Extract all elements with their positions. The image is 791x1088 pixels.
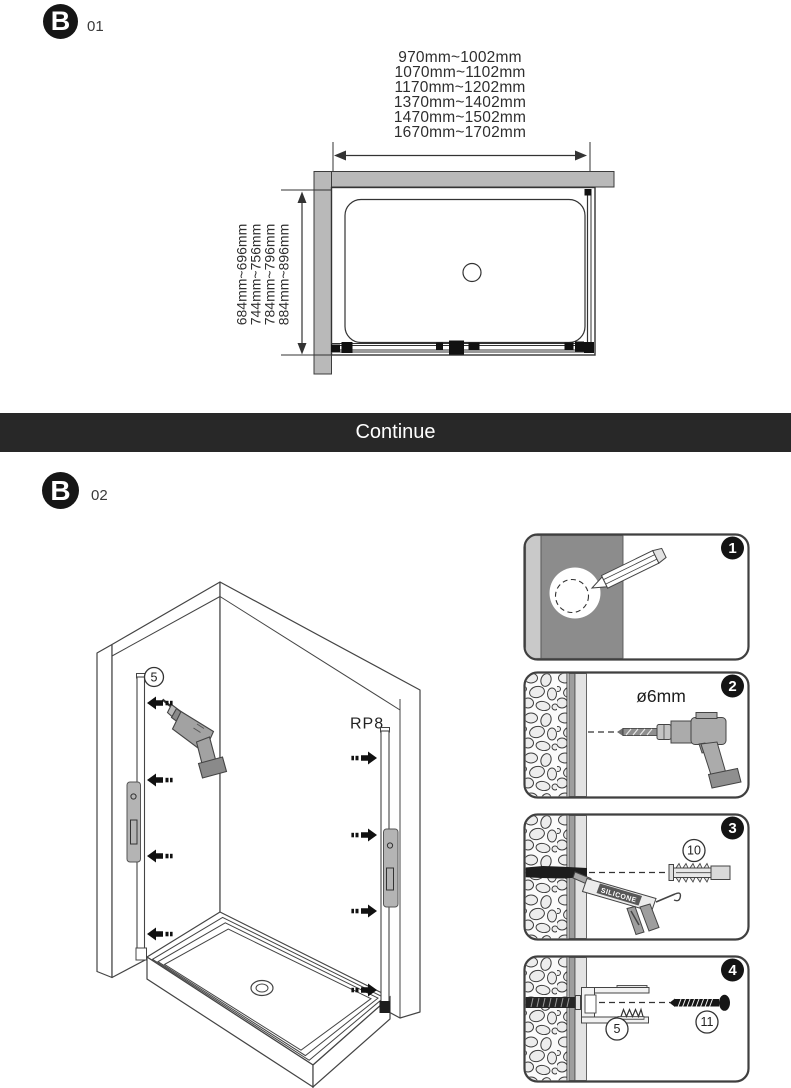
section-b02-number: 02	[91, 487, 108, 504]
marked-hole-outline	[554, 578, 590, 614]
section-b01-badge-letter: B	[50, 6, 71, 36]
svg-text:11: 11	[701, 1015, 714, 1029]
panel-border	[523, 955, 750, 1083]
svg-text:5: 5	[151, 671, 158, 685]
drain-icon	[462, 262, 482, 283]
panel-border	[523, 533, 750, 661]
wall-cross-section	[525, 957, 587, 1081]
section-b02-badge: B	[42, 472, 79, 509]
profile-code-label: RP8	[350, 716, 384, 733]
shower-tray-iso	[146, 911, 391, 1088]
screw-icon	[669, 994, 730, 1011]
plan-view-drawing	[281, 142, 615, 375]
width-range: 1370mm~1402mm	[393, 93, 527, 111]
svg-text:10: 10	[687, 844, 701, 858]
step-panel-4: 5 11 4	[523, 955, 750, 1083]
width-range: 1670mm~1702mm	[393, 123, 527, 141]
wall-profile-right	[379, 727, 399, 1013]
section-b01-badge: B	[43, 4, 78, 39]
door-rollers	[331, 340, 594, 355]
panel-border	[523, 671, 750, 799]
wall-edge-strip	[525, 535, 542, 659]
wall-cross-section	[525, 673, 587, 797]
embedded-anchor-icon	[525, 995, 581, 1010]
svg-text:2: 2	[728, 678, 736, 695]
drill-icon	[617, 712, 742, 789]
wall-top	[313, 171, 615, 188]
wall-profile-left	[126, 673, 147, 961]
marked-area	[549, 567, 601, 619]
width-range: 1070mm~1102mm	[394, 63, 526, 81]
push-arrows-right	[351, 751, 377, 997]
step-number-badge: 2	[721, 674, 744, 698]
part-ref-profile: 5	[143, 666, 165, 688]
pencil-icon	[590, 547, 667, 589]
section-b02-badge-letter: B	[50, 474, 71, 506]
step-panel-1: 1	[523, 533, 750, 661]
step-number-badge: 1	[721, 536, 744, 560]
width-range: 1170mm~1202mm	[394, 78, 526, 96]
wall-anchor-icon	[668, 862, 731, 883]
width-dimension-list: 970mm~1002mm 1070mm~1102mm 1170mm~1202mm…	[340, 49, 580, 141]
step-number-badge: 3	[721, 816, 744, 840]
svg-text:5: 5	[614, 1022, 621, 1036]
drill-icon	[161, 698, 228, 779]
svg-text:3: 3	[728, 820, 736, 837]
drilled-hole	[525, 866, 587, 879]
isometric-installation-drawing: 5 RP8	[96, 581, 421, 1088]
fixed-glass-edge	[584, 189, 592, 352]
drain-icon	[250, 979, 274, 997]
width-range: 1470mm~1502mm	[393, 108, 527, 126]
step-number-badge: 4	[721, 958, 744, 982]
part-ref-bracket: 5	[605, 1017, 629, 1041]
continue-bar: Continue	[0, 413, 791, 452]
continue-label: Continue	[355, 421, 436, 443]
width-range: 970mm~1002mm	[398, 49, 522, 66]
svg-text:4: 4	[728, 962, 737, 979]
svg-text:1: 1	[728, 540, 736, 557]
drill-diameter-label: ø6mm	[636, 686, 686, 706]
vertical-dimension-arrow	[281, 189, 331, 356]
part-ref-anchor: 10	[682, 838, 706, 863]
panel-border	[523, 813, 750, 941]
section-b01-number: 01	[87, 18, 104, 35]
wall-left	[313, 171, 332, 375]
push-arrows-left	[147, 696, 173, 941]
part-ref-screw: 11	[695, 1010, 719, 1034]
spring-icon	[620, 1007, 644, 1019]
step-panel-3: 10 SILICONE 3	[523, 813, 750, 941]
silicone-gun-icon: SILICONE	[572, 871, 682, 936]
step-panel-2: ø6mm 2	[523, 671, 750, 799]
